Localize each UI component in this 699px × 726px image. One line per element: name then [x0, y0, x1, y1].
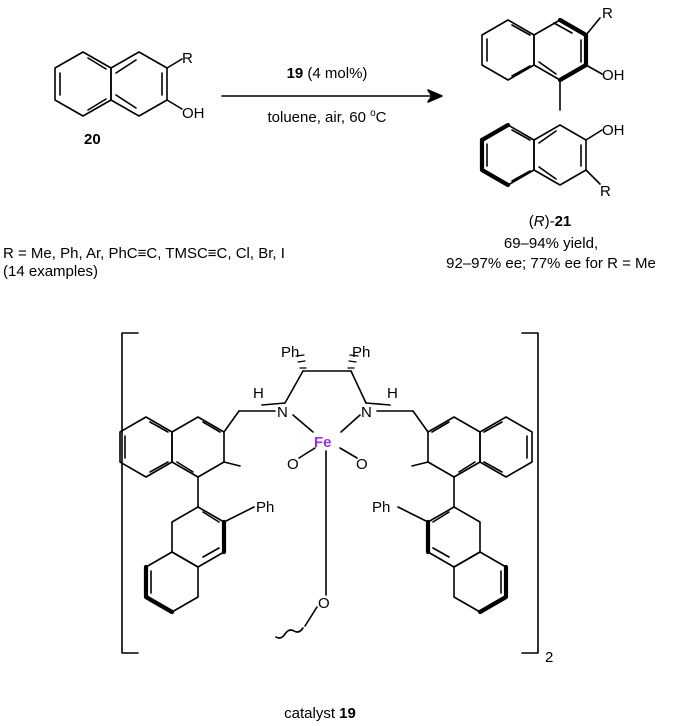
catalyst-n-left: N: [277, 404, 288, 421]
catalyst-bold-bonds: [143, 519, 509, 615]
product-yield: 69–94% yield,: [503, 235, 599, 252]
arrow-catalyst-number: 19: [286, 65, 304, 82]
product-compound-number: 21: [554, 213, 572, 230]
catalyst-o-right: O: [356, 456, 368, 473]
catalyst-ph-a: Ph: [281, 344, 299, 361]
product-bold-bonds: [479, 17, 589, 188]
product-stereo-open: (: [528, 213, 534, 230]
scope-examples: (14 examples): [3, 263, 99, 280]
product-oh-bottom: OH: [602, 122, 625, 139]
product-r-bottom: R: [600, 183, 611, 200]
catalyst-o-bottom: O: [318, 595, 330, 612]
catalyst-o-left: O: [287, 456, 299, 473]
catalyst-ph-left: Ph: [256, 499, 274, 516]
reaction-arrow: [221, 89, 443, 103]
catalyst-h-right: H: [387, 385, 398, 402]
catalyst-caption-word: catalyst: [284, 705, 340, 722]
catalyst-19-structure: [119, 332, 539, 654]
arrow-conditions: toluene, air, 60 oC: [222, 104, 432, 127]
reactant-r-label: R: [182, 50, 193, 67]
arrow-catalyst-loading: (4 mol%): [303, 65, 368, 82]
atom-labels: R OH R OH OH R Ph Ph H H N N Fe O O Ph P…: [182, 5, 625, 666]
stereo-hash-bonds: [295, 354, 359, 369]
product-ee: 92–97% ee; 77% ee for R = Me: [446, 255, 656, 272]
product-r-top: R: [602, 5, 613, 22]
product-stereo-close: )-: [544, 213, 555, 230]
arrow-degree: o: [370, 108, 376, 119]
catalyst-h-left: H: [253, 385, 264, 402]
reactant-compound-number: 20: [84, 131, 101, 148]
product-stereo: R: [533, 213, 545, 230]
product-oh-top: OH: [602, 67, 625, 84]
product-label: (R)-21: [490, 212, 610, 231]
catalyst-ph-right: Ph: [372, 499, 390, 516]
catalyst-ph-b: Ph: [352, 344, 370, 361]
catalyst-caption-number: 19: [339, 705, 356, 722]
arrow-conditions-text: toluene, air, 60: [267, 109, 371, 126]
arrow-reagent: 19 (4 mol%): [222, 64, 432, 83]
scope-r-list: R = Me, Ph, Ar, PhC≡C, TMSC≡C, Cl, Br, I: [3, 245, 285, 262]
catalyst-metal-fe: Fe: [314, 434, 332, 451]
reactant-oh-label: OH: [182, 105, 205, 122]
catalyst-subscript: 2: [545, 649, 553, 666]
arrow-unit: C: [375, 109, 387, 126]
catalyst-caption: catalyst 19: [250, 704, 390, 723]
catalyst-n-right: N: [361, 404, 372, 421]
reactant-20-structure: [54, 51, 183, 117]
